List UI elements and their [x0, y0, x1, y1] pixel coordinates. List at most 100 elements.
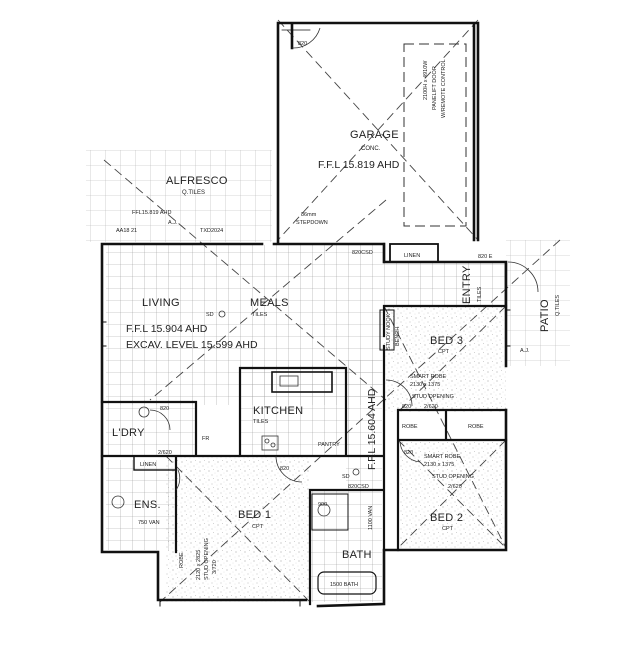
garage-door-note-2: PANELIFT DOOR: [432, 66, 438, 110]
ensuite-tiles: [106, 460, 176, 550]
entry-tiles: [384, 262, 506, 306]
bath-size: 1500 BATH: [330, 582, 358, 588]
bed3-stud: STUD OPENING: [412, 394, 454, 400]
bed2-finish: CPT: [442, 526, 454, 532]
garage-finish: CONC.: [361, 146, 381, 152]
stepdown-label: STEPDOWN: [296, 220, 328, 226]
study-nook-label: STUDY NOOK: [386, 313, 392, 350]
garage-diagonal-b: [277, 19, 479, 241]
meals-finish: TILES: [252, 312, 268, 318]
study-nook-bench: [379, 309, 395, 351]
living-name: LIVING: [142, 297, 180, 309]
entry-door: 820 E: [478, 254, 493, 260]
living-sd: SD: [206, 312, 214, 318]
laundry-name: L'DRY: [112, 427, 145, 439]
ensuite-vanity: 750 VAN: [138, 520, 160, 526]
garage-door-note-1: 2100H x 4910W: [423, 60, 429, 100]
bed1-name: BED 1: [238, 509, 271, 521]
bed2-robe: SMART ROBE: [424, 454, 460, 460]
hallway-level: F.F.L 15.604 AHD: [366, 388, 378, 470]
cooktop-burner-icon: [270, 442, 276, 448]
ensuite-name: ENS.: [134, 499, 161, 511]
entry-door-swing: [507, 261, 539, 293]
sink-icon: [279, 375, 299, 387]
garage-level: F.F.L 15.819 AHD: [318, 159, 400, 171]
kitchen-island: [271, 371, 333, 393]
bath-tiles: [310, 490, 382, 602]
ensuite-door-swing: [175, 469, 181, 491]
bed2-robe-size: 2130 x 1375: [424, 462, 454, 468]
alfresco-aj: A.J.: [168, 220, 178, 226]
walls: [100, 21, 511, 608]
linen-label: LINEN: [404, 253, 420, 259]
alfresco-tiles: [86, 150, 272, 242]
bed1-door: 820: [280, 466, 289, 472]
garage-walls: [276, 21, 480, 244]
fridge-label: FR: [202, 436, 209, 442]
alfresco-level: FFL15.819 AHD: [132, 210, 171, 216]
house-diagonal-a: [159, 239, 561, 603]
smoke-detector-icon: [218, 310, 226, 318]
ensuite-toilet-icon: [111, 495, 125, 509]
fixtures: [111, 310, 360, 517]
bath-shower-size: 900: [318, 502, 327, 508]
living-diagonal-a: [103, 159, 387, 401]
garage-door-note-3: W/REMOTE CONTROL: [441, 59, 447, 118]
laundry-door-swing: [149, 409, 171, 431]
bed3-robe: SMART ROBE: [410, 374, 446, 380]
shower: [311, 493, 349, 531]
living-diagonal-b: [149, 199, 387, 401]
patio-finish: Q.TILES: [555, 295, 561, 316]
laundry-tub-icon: [138, 406, 150, 418]
bath-door: 820CSD: [348, 484, 369, 490]
garage-door-swing: [291, 27, 321, 49]
kitchen-finish: TILES: [253, 419, 269, 425]
entry-name: ENTRY: [461, 265, 473, 304]
living-excavation: EXCAV. LEVEL 15.599 AHD: [126, 339, 258, 351]
alfresco-finish: Q.TILES: [182, 190, 205, 196]
bed2-stud: STUD OPENING: [432, 474, 474, 480]
garage-door-outline: [403, 43, 467, 227]
patio-aj: A.J.: [520, 348, 530, 354]
garage-door-size: 820: [298, 41, 307, 47]
bed1-robe-size: 2120 x 2825: [196, 550, 202, 580]
garage-name: GARAGE: [350, 129, 399, 141]
stepdown-value: 86mm: [301, 212, 317, 218]
meals-name: MEALS: [250, 297, 289, 309]
robe-left-label: ROBE: [402, 424, 418, 430]
kitchen-name: KITCHEN: [253, 405, 303, 417]
bath-toilet-icon: [317, 503, 331, 517]
alfresco-name: ALFRESCO: [166, 175, 228, 187]
smoke-detector-icon: [352, 468, 360, 476]
bed1-door-swing: [275, 455, 303, 483]
patio-name: PATIO: [539, 299, 551, 332]
bed2-name: BED 2: [430, 512, 463, 524]
bed2-door: 820: [404, 450, 413, 456]
bed2-stud-size: 2/620: [448, 484, 462, 490]
bed1-finish: CPT: [252, 524, 264, 530]
bed-diagonal-c: [399, 305, 507, 411]
laundry-door: 820: [160, 406, 169, 412]
cooktop-icon: [261, 435, 279, 451]
laundry-linen-label: LINEN: [140, 462, 156, 468]
hall-sd: SD: [342, 474, 350, 480]
robe-right-label: ROBE: [468, 424, 484, 430]
bed3-carpet: [384, 306, 506, 412]
linen-closet: [389, 243, 439, 263]
bed3-door: 820: [402, 404, 411, 410]
patio-tiles: [506, 240, 570, 366]
laundry-door-620: 2/620: [158, 450, 172, 456]
pantry-label: PANTRY: [318, 442, 340, 448]
bath-vanity: 1100 VAN: [368, 506, 374, 530]
bed1-robe-label: ROBE: [179, 552, 185, 568]
bed3-name: BED 3: [430, 335, 463, 347]
bench-label: BENCH: [395, 327, 401, 346]
bed1-diagonal-a: [165, 455, 311, 603]
floor-finishes: [86, 150, 570, 602]
bed1-stud: STUD OPENING: [204, 538, 210, 580]
bed3-door-swing: [385, 379, 413, 407]
door-swings: [149, 27, 539, 491]
laundry-tiles: [106, 400, 196, 456]
internal-walls: [100, 242, 508, 606]
